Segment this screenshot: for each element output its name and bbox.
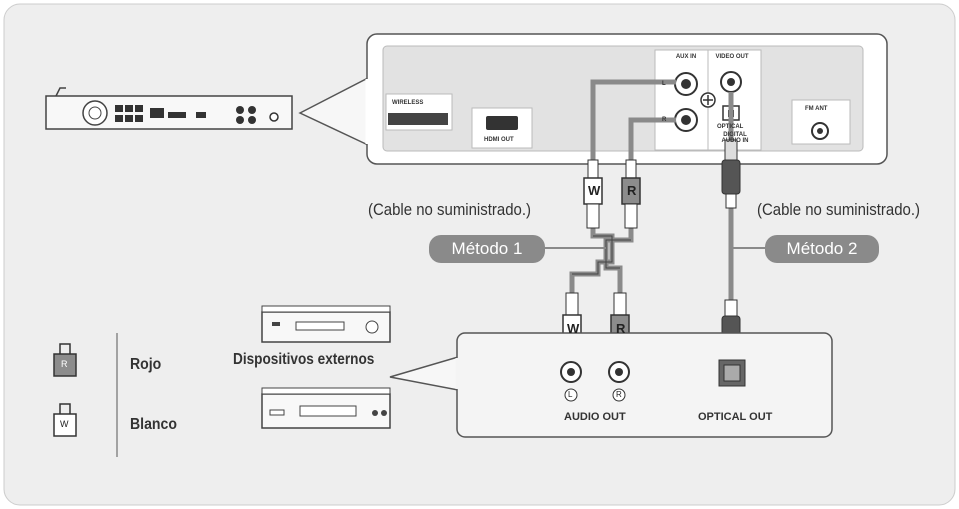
- external-device-panel: [456, 332, 833, 438]
- audio-out-label: AUDIO OUT: [564, 411, 626, 423]
- dvd-player-icon: [261, 305, 391, 343]
- hdmi-out-label: HDMI OUT: [484, 137, 514, 143]
- left-mark-letter: L: [568, 390, 573, 399]
- white-plug-top-letter: W: [588, 183, 601, 198]
- wireless-label: WIRELESS: [392, 100, 424, 106]
- legend-white-letter: W: [60, 419, 69, 429]
- video-out-label: VIDEO OUT: [715, 54, 749, 60]
- legend-red-plug: [53, 343, 77, 377]
- cable-left-note: (Cable no suministrado.): [368, 200, 531, 219]
- back-panel-plate: [382, 45, 864, 152]
- right-mark-circle: [612, 388, 626, 402]
- wireless-slot: [388, 113, 448, 125]
- white-plug-top: [583, 159, 603, 229]
- optical-plug-top: [721, 139, 741, 209]
- legend-white-label: Blanco: [130, 416, 177, 433]
- vcr-player-icon: [261, 387, 391, 429]
- optical-out-label: OPTICAL OUT: [698, 411, 773, 423]
- aux-l-label: L: [662, 81, 666, 87]
- red-plug-top: [621, 159, 641, 229]
- legend-white-plug: [53, 403, 77, 437]
- home-theater-unit: [45, 87, 293, 130]
- hdmi-port: [486, 116, 518, 130]
- aux-r-label: R: [662, 117, 667, 123]
- aux-in-label: AUX IN: [675, 54, 697, 60]
- method2-pill: Método 2: [765, 235, 879, 263]
- audio-cable-outline: [572, 235, 631, 275]
- fm-ant-label: FM ANT: [805, 106, 828, 112]
- method1-pill: Método 1: [429, 235, 545, 263]
- optical-label: OPTICAL: [717, 124, 744, 130]
- legend-red-letter: R: [61, 359, 68, 369]
- red-plug-bottom-letter: R: [616, 321, 626, 336]
- white-plug-bottom-letter: W: [567, 321, 580, 336]
- right-mark-letter: R: [616, 390, 622, 399]
- legend-red-label: Rojo: [130, 356, 162, 373]
- left-mark-circle: [564, 388, 578, 402]
- devices-label: Dispositivos externos: [233, 351, 375, 368]
- digital-audio-in-label: DIGITAL AUDIO IN: [721, 132, 749, 144]
- red-plug-top-letter: R: [627, 183, 637, 198]
- cable-right-note: (Cable no suministrado.): [757, 200, 920, 219]
